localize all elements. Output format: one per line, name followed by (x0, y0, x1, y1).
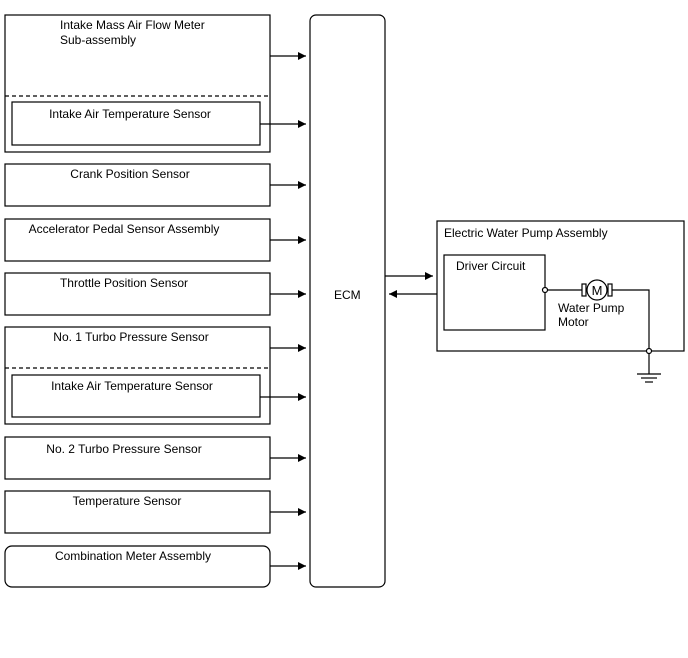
motor-wire-right (612, 289, 650, 351)
maf-sub-assembly-box (4, 14, 271, 153)
accelerator-pedal-sensor-label: Accelerator Pedal Sensor Assembly (28, 222, 220, 236)
turbo2-pressure-sensor-label: No. 2 Turbo Pressure Sensor (46, 442, 202, 456)
temperature-sensor-label: Temperature Sensor (72, 494, 182, 508)
maf-sub-assembly-label-line1: Intake Mass Air Flow Meter (60, 18, 205, 32)
motor-symbol-icon (586, 279, 608, 301)
motor-terminal-left (581, 283, 587, 297)
ground-junction-node (645, 347, 653, 355)
maf-sub-assembly-label-line2: Sub-assembly (60, 33, 137, 47)
driver-circuit-label: Driver Circuit (456, 259, 526, 273)
turbo1-iat-sensor-box (11, 374, 261, 418)
driver-output-node (541, 286, 549, 294)
ecm-label: ECM (334, 288, 361, 302)
motor-terminal-right (607, 283, 613, 297)
pump-assembly-title: Electric Water Pump Assembly (444, 226, 608, 240)
ecm-box (309, 14, 386, 588)
combination-meter-label: Combination Meter Assembly (54, 549, 212, 563)
turbo1-iat-sensor-label: Intake Air Temperature Sensor (51, 379, 213, 393)
pump-assembly-box (436, 220, 685, 352)
turbo1-sensor-box (4, 326, 271, 425)
maf-iat-sensor-label: Intake Air Temperature Sensor (49, 107, 211, 121)
water-pump-motor-label-line1: Water Pump (558, 301, 625, 315)
turbo1-pressure-sensor-label: No. 1 Turbo Pressure Sensor (53, 330, 209, 344)
motor-symbol-letter: M (592, 283, 603, 298)
crank-position-sensor-label: Crank Position Sensor (70, 167, 190, 181)
throttle-position-sensor-label: Throttle Position Sensor (59, 276, 189, 290)
water-pump-motor-label-line2: Motor (558, 315, 589, 329)
